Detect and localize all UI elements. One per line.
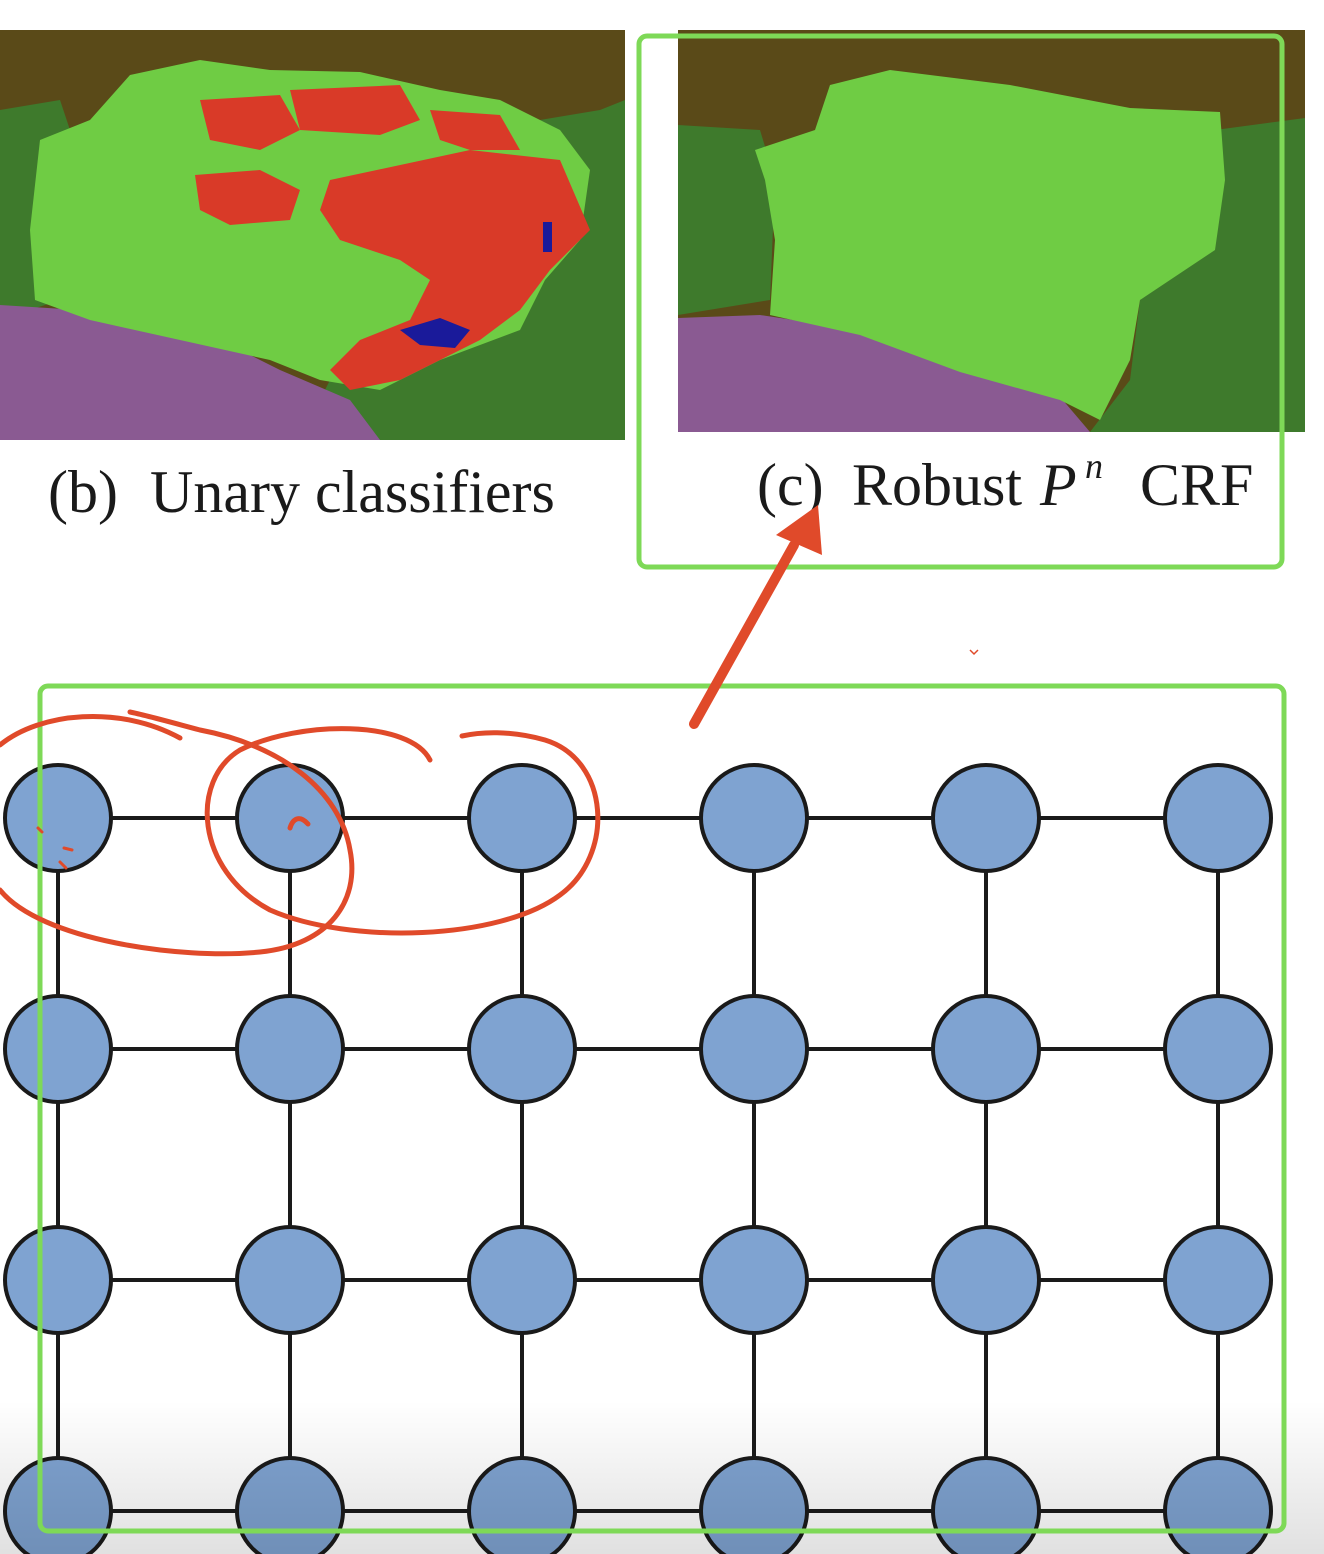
highlight-box-grid xyxy=(37,683,1287,1534)
noise-blue-region-small xyxy=(543,222,552,252)
grid-node xyxy=(931,994,1041,1104)
bottom-shade xyxy=(0,1400,1324,1554)
panel-b-unary-image xyxy=(0,30,625,440)
vegetation-right-c xyxy=(1090,118,1305,432)
road-region xyxy=(0,305,380,440)
grid-node xyxy=(3,1225,113,1335)
grid-node xyxy=(931,1225,1041,1335)
caption-c-math-base: P xyxy=(1039,452,1077,518)
object-green-region-c xyxy=(755,70,1225,420)
caption-c-robust: Robust xyxy=(852,452,1022,518)
grid-node xyxy=(931,763,1041,873)
annotation-tick-1 xyxy=(287,816,311,831)
grid-node xyxy=(235,763,345,873)
grid-node xyxy=(1163,763,1273,873)
grid-node xyxy=(1163,1225,1273,1335)
red-annotations xyxy=(0,709,601,957)
grid-node xyxy=(3,763,113,873)
annotation-ellipse-left xyxy=(0,709,355,957)
caption-b: (b) Unary classifiers xyxy=(48,459,555,525)
grid-node xyxy=(235,1225,345,1335)
grid-node xyxy=(3,994,113,1104)
grid-node xyxy=(467,994,577,1104)
caption-c: (c) Robust P n CRF xyxy=(757,446,1253,518)
annotation-ellipse-right xyxy=(204,726,601,936)
grid-node xyxy=(699,1225,809,1335)
grid-node xyxy=(1163,994,1273,1104)
grid-node xyxy=(467,763,577,873)
red-arrow xyxy=(689,505,979,729)
noise-blue-region xyxy=(400,318,470,348)
highlight-box-panel-c xyxy=(636,33,1285,570)
grid-node xyxy=(467,1225,577,1335)
grid-node xyxy=(699,994,809,1104)
error-red-regions xyxy=(195,85,590,390)
caption-c-math-sup: n xyxy=(1085,446,1103,486)
panel-c-robust-image xyxy=(678,30,1305,432)
caption-c-crf: CRF xyxy=(1140,452,1253,518)
caption-c-label: (c) xyxy=(757,452,824,518)
grid-node xyxy=(235,994,345,1104)
caption-b-label: (b) xyxy=(48,459,118,525)
grid-node xyxy=(699,763,809,873)
caption-b-text: Unary classifiers xyxy=(150,459,555,525)
road-region-c xyxy=(678,315,1090,432)
annotation-tick-2 xyxy=(36,826,74,870)
vegetation-left-c xyxy=(678,125,775,315)
